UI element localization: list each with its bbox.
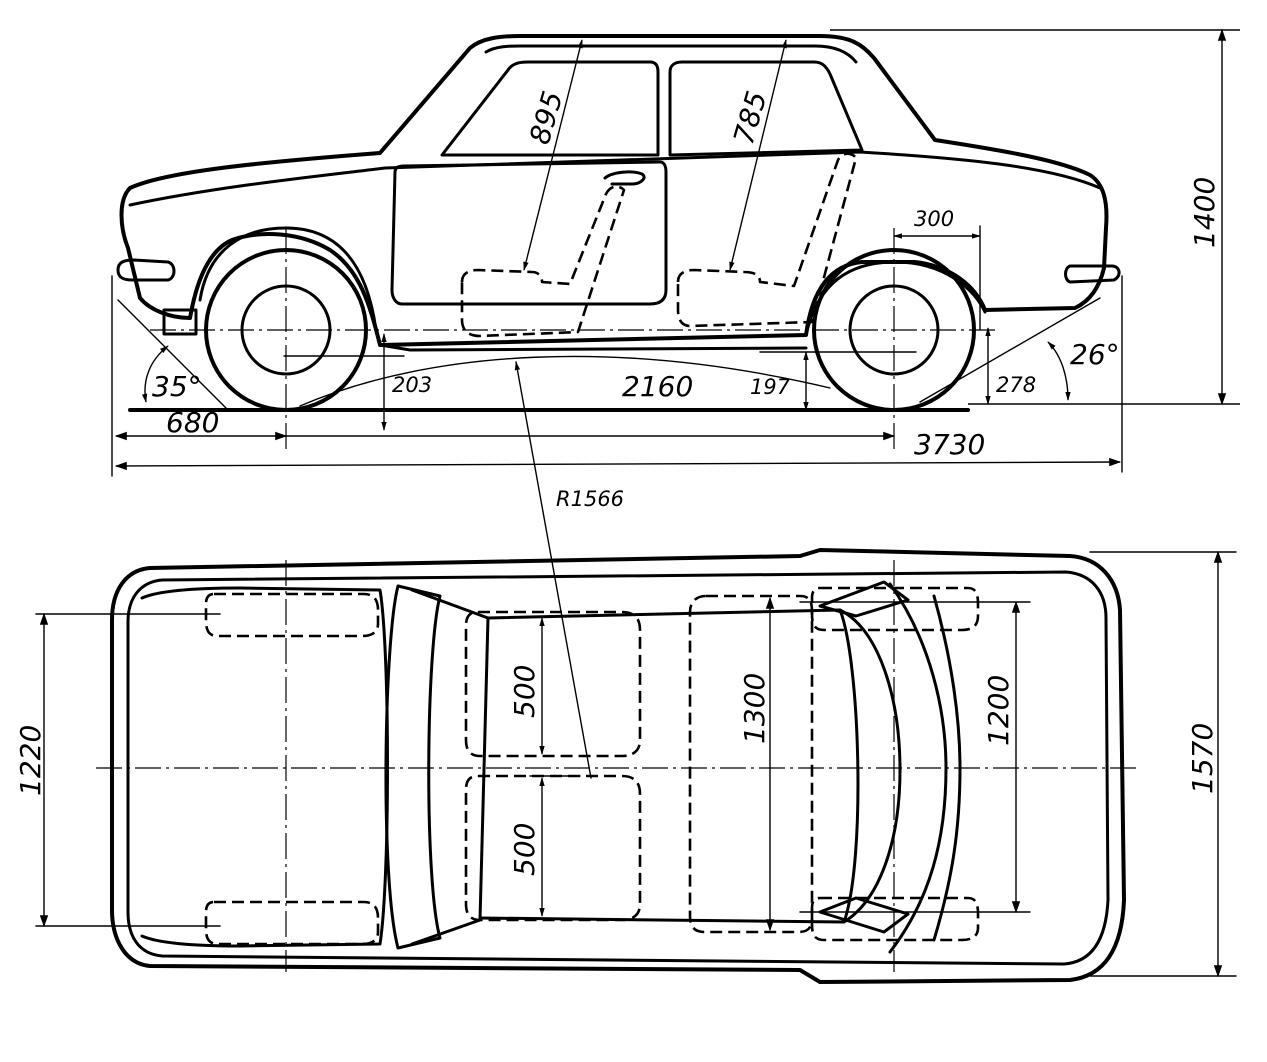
side-rear-seat <box>676 152 858 328</box>
side-front-door <box>390 160 668 306</box>
rear-headroom-label: 785 <box>727 87 773 147</box>
side-rear-bumper <box>1064 264 1121 284</box>
top-view: 1220 500 500 1300 1200 1570 <box>14 548 1237 984</box>
side-sill-line <box>378 343 808 352</box>
side-front-bumper <box>116 258 176 282</box>
side-door-handle <box>603 170 646 186</box>
overall-width-label: 1570 <box>1186 723 1219 794</box>
top-rear-left-wheel <box>818 580 910 618</box>
side-front-window <box>440 60 660 157</box>
ramp-radius-leader <box>514 361 592 779</box>
top-hood-edge <box>140 586 389 948</box>
rear-track-label: 1200 <box>982 675 1015 746</box>
top-rear-right-fender <box>810 896 980 942</box>
rear-seat-width-label: 1300 <box>738 673 771 744</box>
top-rear-bench <box>688 594 814 934</box>
departure-angle-arc <box>1047 341 1071 401</box>
front-headroom-label: 895 <box>523 87 569 147</box>
approach-angle-arc <box>141 345 169 403</box>
top-front-left-fender <box>204 592 380 638</box>
side-belt-line <box>128 150 1102 207</box>
top-windshield-inner <box>410 588 490 946</box>
departure-angle-line <box>919 297 1101 403</box>
approach-angle-line <box>117 299 227 409</box>
rear-headroom-dim <box>729 39 787 271</box>
front-headroom-dim <box>523 39 583 271</box>
overall-height-label: 1400 <box>1188 177 1221 248</box>
rear-seat-offset-label: 300 <box>914 207 954 231</box>
ramp-radius-label: R1566 <box>556 487 624 511</box>
side-view: 895 785 300 1400 35° 203 2160 197 278 26… <box>111 28 1240 779</box>
front-overhang-label: 680 <box>166 406 219 439</box>
top-rear-right-wheel <box>818 896 910 934</box>
top-rear-left-fender <box>810 586 980 632</box>
top-windshield <box>384 584 442 950</box>
approach-angle-label: 35° <box>152 370 202 403</box>
departure-angle-label: 26° <box>1070 338 1120 371</box>
wheelbase-label: 2160 <box>622 370 693 403</box>
mid-clearance-label: 197 <box>750 375 791 399</box>
top-body-inner <box>126 570 1110 966</box>
front-track-label: 1220 <box>14 725 47 796</box>
rear-clearance-label: 278 <box>996 373 1036 397</box>
side-front-seat <box>460 185 626 338</box>
front-right-seat-label: 500 <box>508 823 541 876</box>
top-rear-window <box>838 608 902 924</box>
side-body-outline <box>119 34 1109 347</box>
overall-length-label: 3730 <box>914 428 985 461</box>
front-left-seat-label: 500 <box>508 665 541 718</box>
side-rear-window <box>668 60 864 157</box>
ramp-radius-arc <box>299 355 831 407</box>
front-clearance-label: 203 <box>392 373 432 397</box>
top-front-right-seat <box>464 774 642 922</box>
top-front-left-seat <box>464 610 642 758</box>
top-front-right-fender <box>204 900 380 946</box>
overall-length-dim <box>114 457 1122 471</box>
side-front-lamp <box>162 308 198 336</box>
side-roof-inner <box>484 44 858 64</box>
